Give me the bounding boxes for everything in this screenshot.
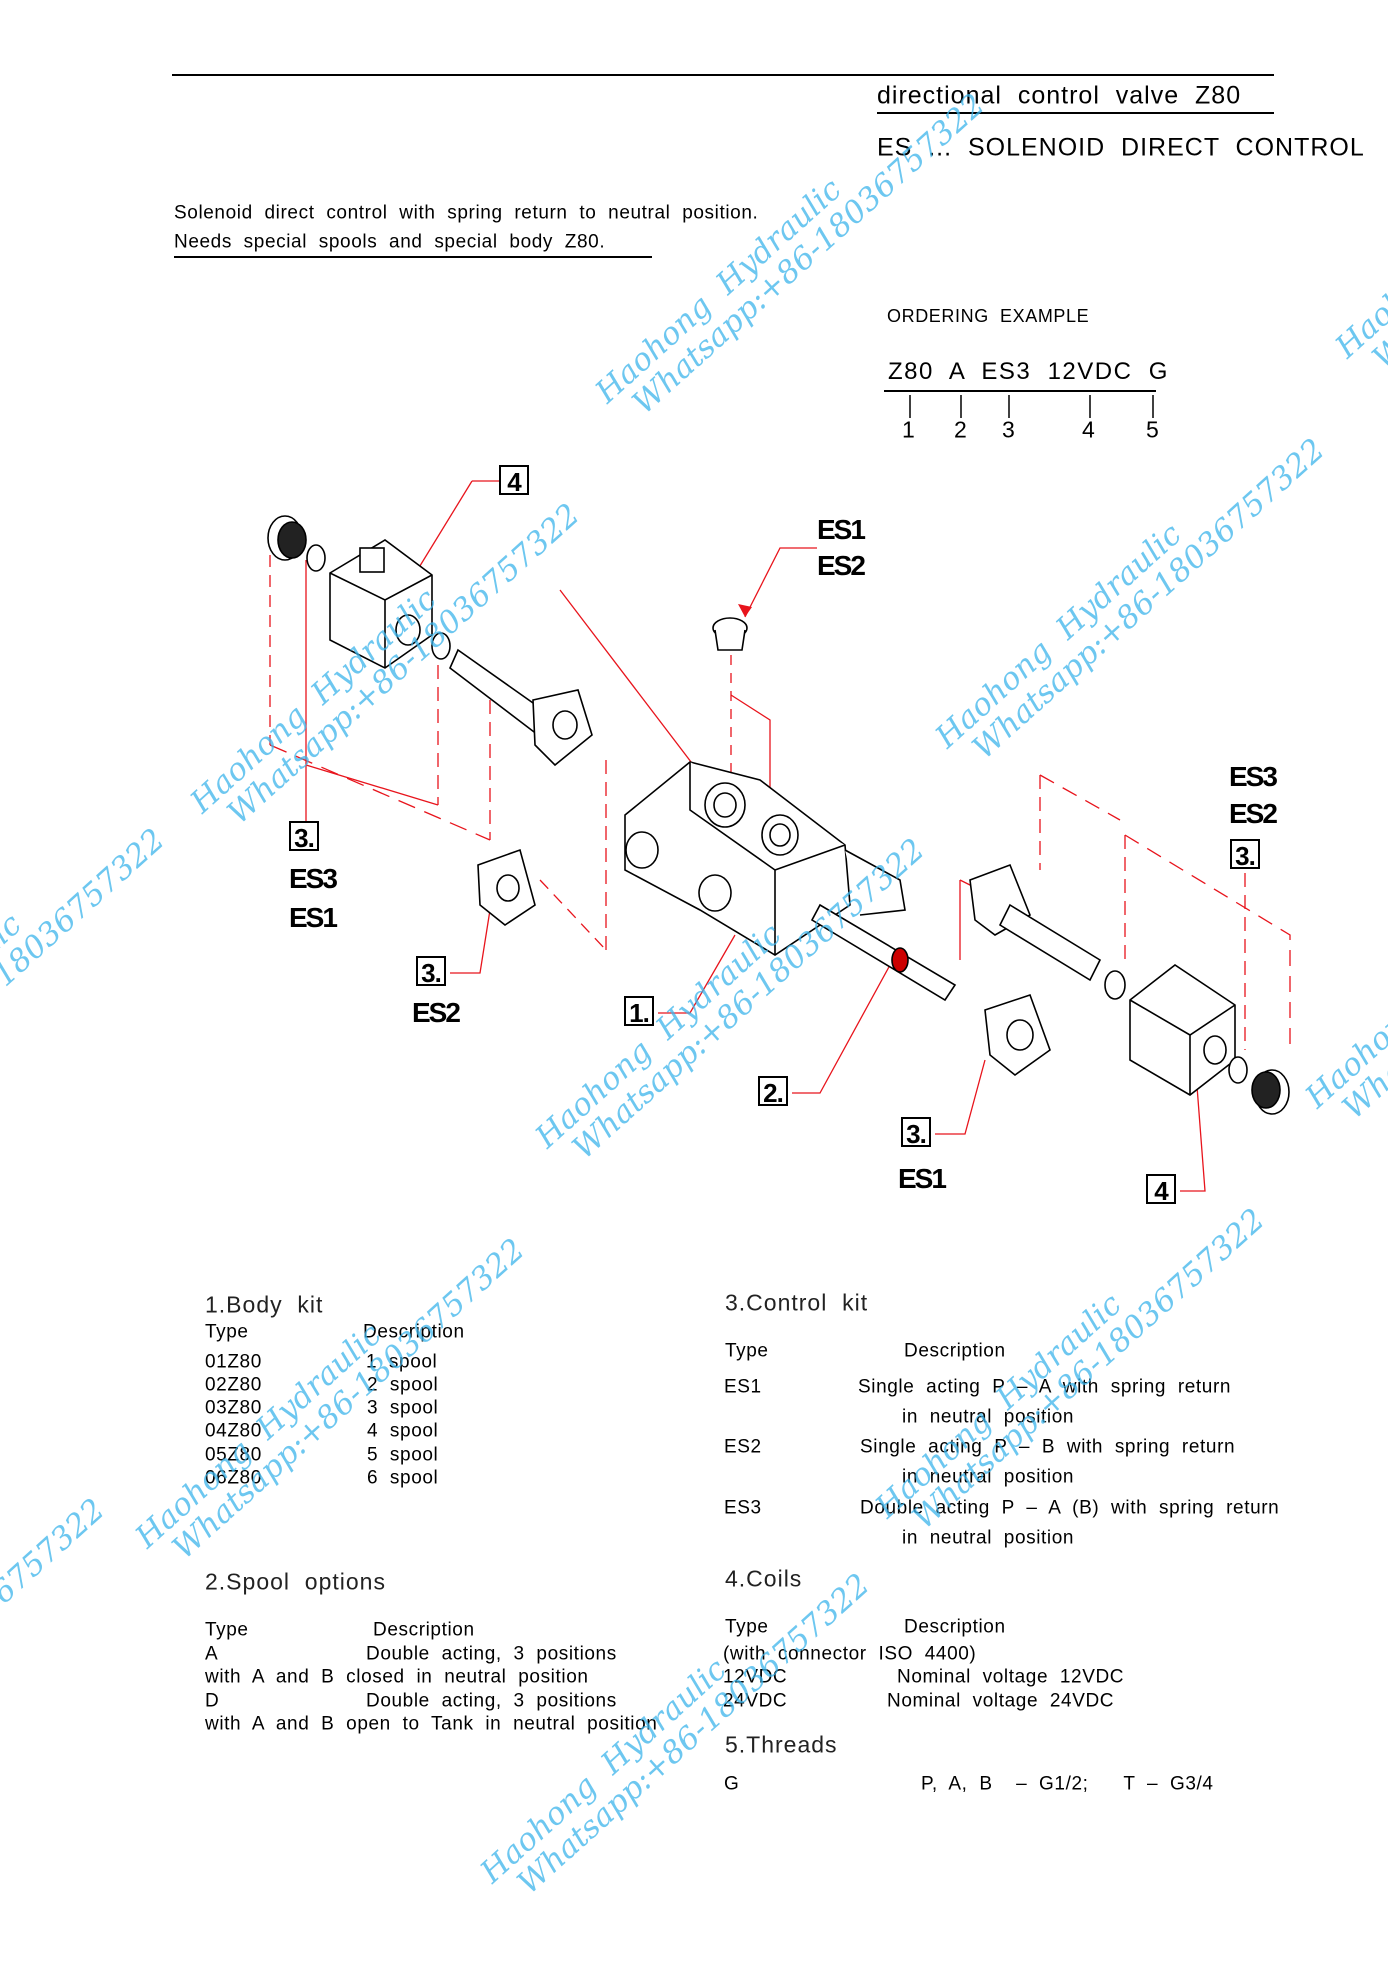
callout-body: 1. <box>624 996 654 1028</box>
ordering-ticks <box>909 395 1154 418</box>
control-kit-type-header: Type <box>725 1340 769 1362</box>
callout-kit-right: 3. <box>1230 839 1260 871</box>
callout-kit-es1: 3. <box>901 1117 931 1149</box>
spool-note: with A and B open to Tank in neutral pos… <box>205 1713 658 1735</box>
title-underline <box>877 112 1274 114</box>
control-kit-desc: Double acting P – A (B) with spring retu… <box>860 1497 1280 1519</box>
coils-desc: Nominal voltage 12VDC <box>897 1666 1125 1688</box>
coils-type: 12VDC <box>723 1666 788 1688</box>
control-kit-type: ES3 <box>724 1497 762 1519</box>
coils-title: 4.Coils <box>725 1565 803 1592</box>
callout-kit-es2-type: ES2 <box>412 997 461 1028</box>
valve-body <box>624 761 851 956</box>
callout-kit-right-es2: ES2 <box>1229 798 1278 829</box>
top-rule <box>172 74 1274 76</box>
coils-desc: Nominal voltage 24VDC <box>887 1690 1115 1712</box>
body-kit-desc: 3 spool <box>367 1397 439 1419</box>
components <box>267 515 1290 1115</box>
spool-note: with A and B closed in neutral position <box>205 1666 589 1688</box>
callout-coil-bottom: 4 <box>1146 1174 1176 1206</box>
ordering-index-1: 1 <box>902 416 916 443</box>
control-kit-title: 3.Control kit <box>725 1289 869 1316</box>
control-kit-desc: Single acting P – A with spring return <box>858 1376 1232 1398</box>
ordering-index-4: 4 <box>1082 416 1096 443</box>
control-kit-desc: Single acting P – B with spring return <box>860 1436 1236 1458</box>
body-kit-type: 01Z80 <box>205 1351 262 1373</box>
spool-options-title: 2.Spool options <box>205 1568 386 1595</box>
control-kit-desc-header: Description <box>904 1340 1006 1362</box>
watermark-line-2: Whatsapp:+86-18036757322 <box>0 1491 112 1827</box>
exploded-view-drawing <box>267 480 1291 1192</box>
threads-desc: P, A, B – G1/2; T – G3/4 <box>921 1773 1214 1795</box>
callout-kit-right-es3: ES3 <box>1229 761 1278 792</box>
coils-type: 24VDC <box>723 1690 788 1712</box>
body-kit-desc: 1 spool <box>366 1351 438 1373</box>
watermark-line-1: Haohong Hydraulic <box>0 1469 89 1814</box>
spool-type-header: Type <box>205 1619 249 1641</box>
coils-desc-header: Description <box>904 1616 1006 1638</box>
ordering-index-2: 2 <box>954 416 968 443</box>
control-kit-type: ES1 <box>724 1376 762 1398</box>
watermark: Haohong HydraulicWhatsapp:+86-1803675732… <box>0 1469 112 1839</box>
leader-arrowhead <box>738 604 752 617</box>
coils-type-header: Type <box>725 1616 769 1638</box>
spool-type: D <box>205 1690 220 1712</box>
body-kit-type: 04Z80 <box>205 1420 262 1442</box>
intro-underline <box>174 256 652 258</box>
threads-type: G <box>724 1773 740 1795</box>
body-kit-type: 05Z80 <box>205 1444 262 1466</box>
intro-line-1: Solenoid direct control with spring retu… <box>174 202 759 224</box>
ordering-index-3: 3 <box>1002 416 1016 443</box>
body-kit-title: 1.Body kit <box>205 1291 324 1318</box>
right-o-ring <box>1228 1056 1248 1084</box>
intro-line-2: Needs special spools and special body Z8… <box>174 231 606 253</box>
callout-kit-left: 3. <box>289 821 319 853</box>
callout-kit-left-es3: ES3 <box>289 863 338 894</box>
ordering-title: ORDERING EXAMPLE <box>887 306 1090 326</box>
callout-spool: 2. <box>758 1076 788 1108</box>
threads-title: 5.Threads <box>725 1731 838 1758</box>
coils-note: (with connector ISO 4400) <box>723 1643 977 1665</box>
callout-plug-es1: ES1 <box>817 514 866 545</box>
callout-coil-top: 4 <box>499 465 529 497</box>
ordering-index-5: 5 <box>1146 416 1160 443</box>
body-kit-type: 02Z80 <box>205 1374 262 1396</box>
body-kit-type-header: Type <box>205 1321 249 1343</box>
body-kit-desc: 2 spool <box>367 1374 439 1396</box>
control-kit-desc-cont: in neutral position <box>902 1406 1075 1428</box>
control-kit-desc-cont: in neutral position <box>902 1527 1075 1549</box>
spool-desc: Double acting, 3 positions <box>366 1690 617 1712</box>
callout-kit-left-es1: ES1 <box>289 902 338 933</box>
ordering-rule <box>884 390 1156 392</box>
body-kit-type: 03Z80 <box>205 1397 262 1419</box>
ordering-code: Z80 A ES3 12VDC G <box>888 358 1169 385</box>
page-subtitle: ES ... SOLENOID DIRECT CONTROL <box>877 133 1365 162</box>
control-kit-desc-cont: in neutral position <box>902 1466 1075 1488</box>
callout-kit-es2: 3. <box>416 956 446 988</box>
body-kit-desc: 6 spool <box>367 1467 439 1489</box>
callout-plug-es2: ES2 <box>817 550 866 581</box>
spool-desc-header: Description <box>373 1619 475 1641</box>
spool <box>810 903 957 1002</box>
page-title: directional control valve Z80 <box>877 81 1242 110</box>
spool-type: A <box>205 1643 219 1665</box>
right-solenoid-tube <box>998 903 1102 982</box>
body-kit-desc-header: Description <box>363 1321 465 1343</box>
callout-kit-es1-type: ES1 <box>898 1163 947 1194</box>
control-kit-type: ES2 <box>724 1436 762 1458</box>
body-kit-type: 06Z80 <box>205 1467 262 1489</box>
spool-desc: Double acting, 3 positions <box>366 1643 617 1665</box>
body-kit-desc: 4 spool <box>367 1420 439 1442</box>
left-o-ring <box>306 544 326 572</box>
body-kit-desc: 5 spool <box>367 1444 439 1466</box>
watermark-line-1: Haohong Hydraulic <box>128 1316 389 1556</box>
